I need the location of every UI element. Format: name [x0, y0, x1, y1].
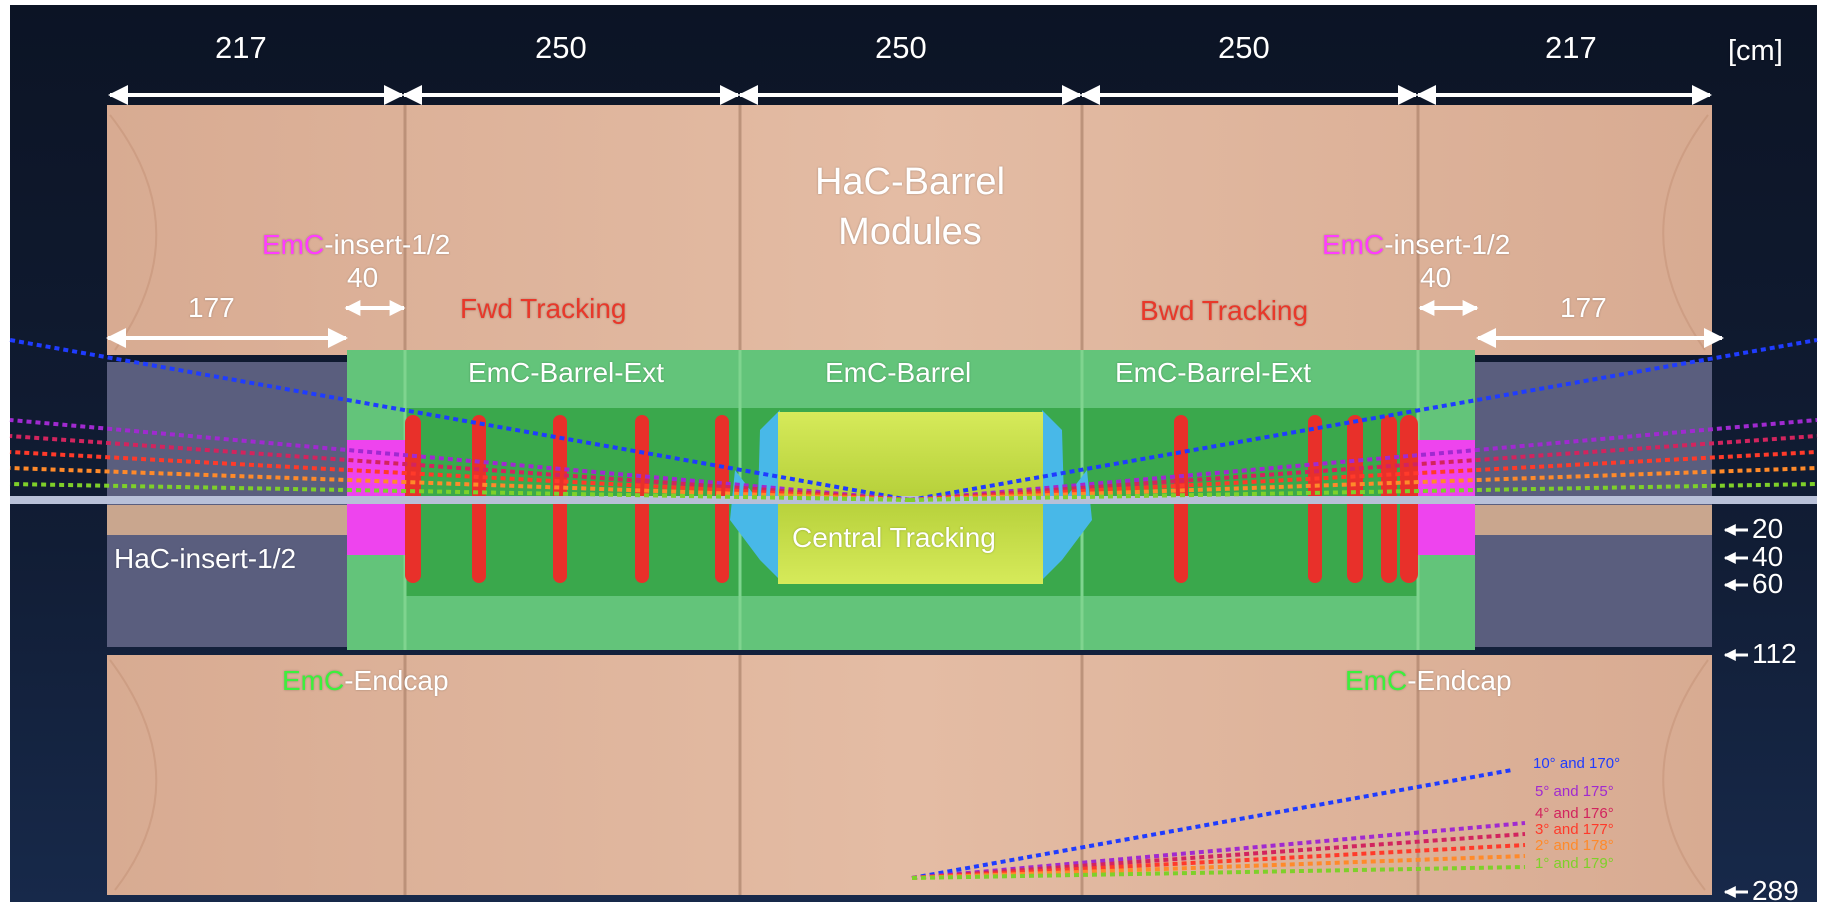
- insert-length-right: 177: [1560, 292, 1607, 323]
- bwd-tracking-label: Bwd Tracking: [1140, 295, 1309, 326]
- dimension-arrows: [106, 85, 1724, 348]
- hac-insert-label: HaC-insert-1/2: [114, 543, 297, 574]
- emc-endcap-suffix: -Endcap: [1407, 665, 1512, 696]
- hac-barrel-title: HaC-Barrel Modules: [795, 157, 1025, 257]
- emc-endcap-left-label: EmC-Endcap: [282, 665, 449, 697]
- radial-marker-arrows: [1723, 524, 1748, 898]
- legend-5-175: 5° and 175°: [1535, 783, 1614, 800]
- legend-3-177: 3° and 177°: [1535, 821, 1614, 838]
- dimension-label-4: 250: [1218, 30, 1270, 65]
- hac-insert-right: [1475, 362, 1712, 647]
- emc-insert-left-label: EmC-insert-1/2: [262, 229, 450, 261]
- emc-endcap-suffix: -Endcap: [344, 665, 449, 696]
- legend-4-176: 4° and 176°: [1535, 805, 1614, 822]
- emc-barrel-label: EmC-Barrel: [825, 357, 972, 388]
- angle-lines-legend: [911, 768, 1526, 880]
- dimension-label-3: 250: [875, 30, 927, 65]
- emc-insert-suffix: -insert-1/2: [324, 229, 451, 260]
- insert-length-left: 177: [188, 292, 235, 323]
- emc-prefix: EmC: [262, 229, 325, 260]
- emc-barrel-ext-right-label: EmC-Barrel-Ext: [1115, 357, 1312, 388]
- emc-prefix: EmC: [1322, 229, 1385, 260]
- emc-prefix: EmC: [1345, 665, 1408, 696]
- radial-marker-112: 112: [1752, 638, 1797, 669]
- emc-insert-right-label: EmC-insert-1/2: [1322, 229, 1510, 261]
- hac-insert-left: [107, 362, 347, 647]
- central-tracker-cones: [730, 410, 1092, 580]
- legend-10-170: 10° and 170°: [1533, 755, 1621, 772]
- legend-2-178: 2° and 178°: [1535, 837, 1614, 854]
- dimension-label-2: 250: [535, 30, 587, 65]
- dimension-label-1: 217: [215, 30, 267, 65]
- legend-1-179: 1° and 179°: [1535, 855, 1614, 872]
- central-tracking-label: Central Tracking: [792, 522, 996, 553]
- unit-label: [cm]: [1728, 35, 1783, 67]
- radial-marker-60: 60: [1752, 568, 1784, 599]
- radial-marker-40: 40: [1752, 541, 1784, 572]
- hac-barrel-title-line-1: HaC-Barrel: [814, 161, 1006, 203]
- gap-label-left: 40: [347, 262, 379, 293]
- radial-marker-20: 20: [1752, 513, 1784, 544]
- dimension-label-5: 217: [1545, 30, 1597, 65]
- radial-marker-289: 289: [1752, 875, 1799, 906]
- emc-barrel-ext-left-label: EmC-Barrel-Ext: [468, 357, 665, 388]
- hac-curved-edges: [109, 114, 1709, 891]
- angle-lines-detector: [9, 338, 1818, 502]
- gap-label-right: 40: [1420, 262, 1452, 293]
- hac-barrel-bottom: [107, 655, 1712, 895]
- hac-insert-right-inner: [1475, 505, 1712, 535]
- hac-barrel-title-line-2: Modules: [838, 211, 982, 253]
- emc-endcap-right-label: EmC-Endcap: [1345, 665, 1512, 697]
- emc-prefix: EmC: [282, 665, 345, 696]
- hac-insert-left-inner: [107, 505, 347, 535]
- fwd-tracking-label: Fwd Tracking: [460, 293, 627, 324]
- emc-insert-suffix: -insert-1/2: [1384, 229, 1511, 260]
